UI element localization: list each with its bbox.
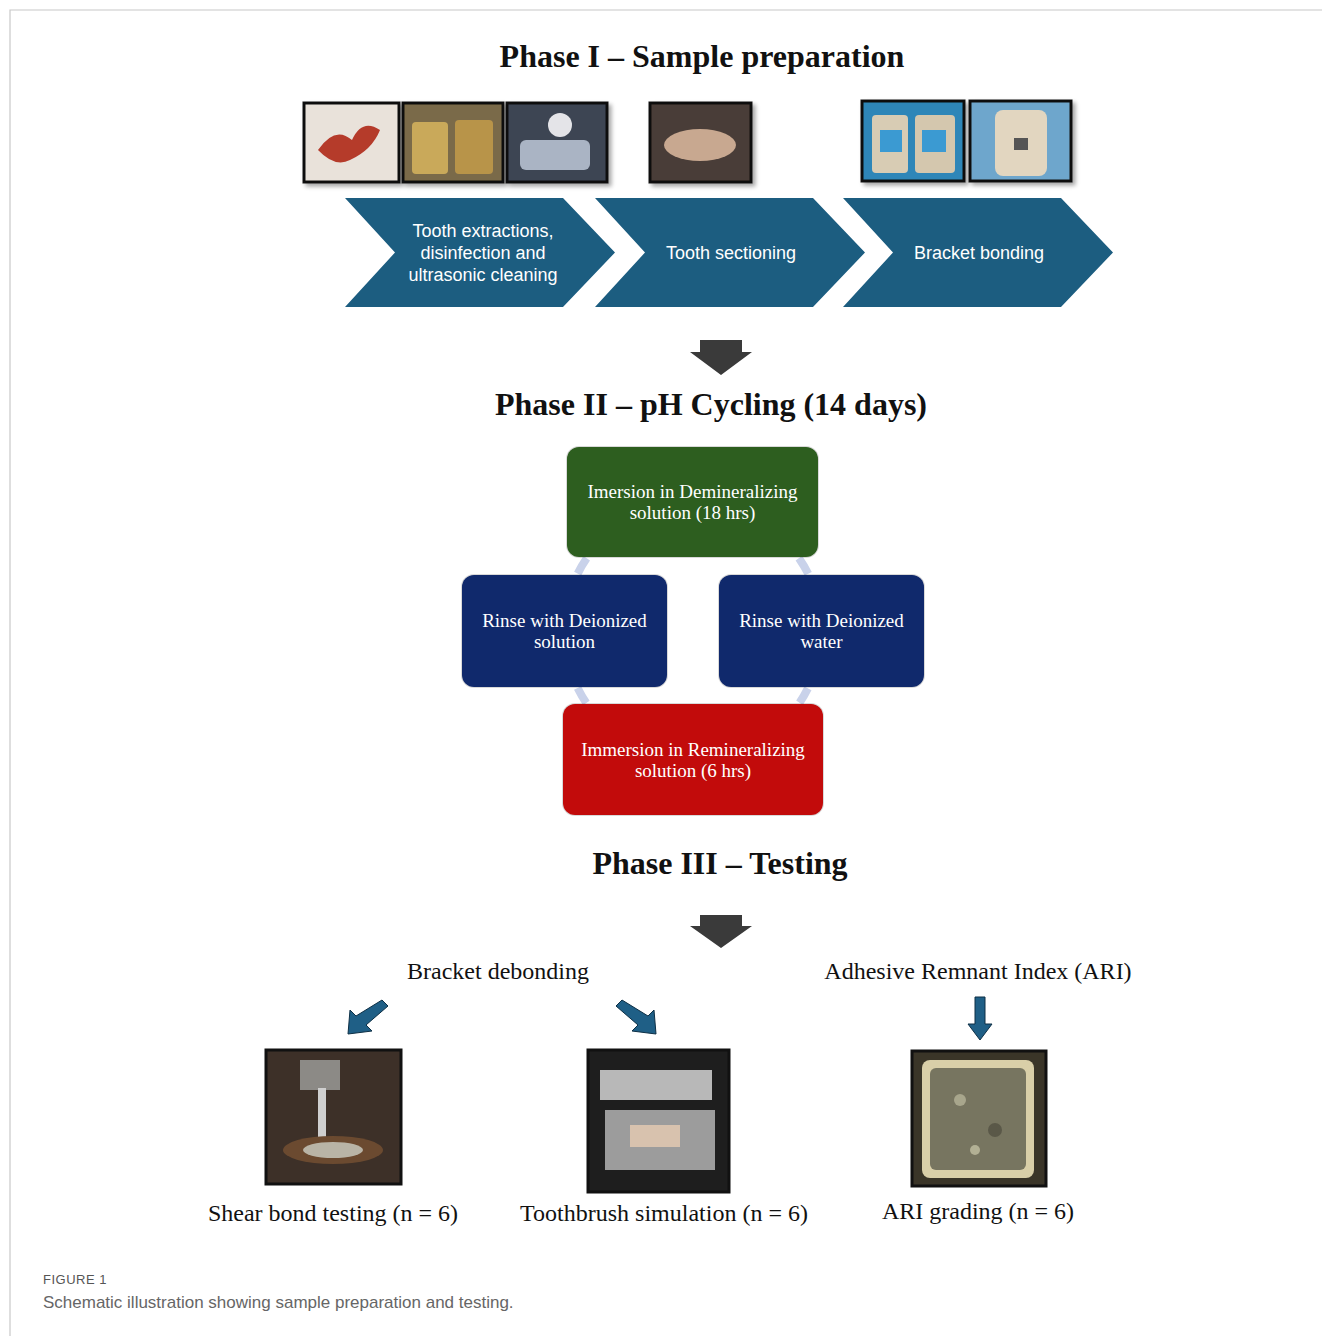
phase-heading: Phase II – pH Cycling (14 days) — [495, 386, 927, 423]
process-box: Rinse with Deionized water — [719, 575, 924, 687]
node-label: Tooth extractions, disinfection and ultr… — [401, 220, 565, 286]
text-label: Adhesive Remnant Index (ARI) — [824, 958, 1131, 985]
node-text-group: Tooth sectioning — [645, 242, 817, 264]
node-text-group: Rinse with Deionized solution — [474, 610, 655, 652]
chevron-outline — [345, 198, 615, 307]
phase-heading: Phase I – Sample preparation — [500, 38, 905, 75]
node-label: Bracket bonding — [893, 242, 1065, 264]
process-box: Rinse with Deionized solution — [462, 575, 667, 687]
node-text-group: Immersion in Remineralizing solution (6 … — [575, 739, 811, 781]
node-label: Tooth sectioning — [645, 242, 817, 264]
pointer-arrows — [348, 997, 992, 1040]
node-text-group: Tooth extractions, disinfection and ultr… — [401, 220, 565, 286]
node-label: Rinse with Deionized solution — [474, 610, 655, 652]
figure-number: FIGURE 1 — [43, 1272, 107, 1287]
cycle-connector — [578, 688, 587, 703]
chevron-outline — [843, 198, 1113, 307]
process-box: Immersion in Remineralizing solution (6 … — [563, 704, 823, 815]
photo-row — [266, 1050, 1046, 1192]
chevron-outline — [595, 198, 865, 307]
text-label: Toothbrush simulation (n = 6) — [520, 1200, 808, 1227]
node-text-group: Rinse with Deionized water — [731, 610, 912, 652]
node-text-group: Imersion in Demineralizing solution (18 … — [579, 481, 806, 523]
text-label: ARI grading (n = 6) — [882, 1198, 1074, 1225]
node-label: Imersion in Demineralizing solution (18 … — [579, 481, 806, 523]
text-label: Bracket debonding — [407, 958, 589, 985]
node-label: Immersion in Remineralizing solution (6 … — [575, 739, 811, 781]
figure-caption: Schematic illustration showing sample pr… — [43, 1293, 514, 1313]
photo-row — [304, 101, 1071, 182]
cycle-connector — [578, 558, 587, 573]
chevron-step: Tooth sectioning — [595, 198, 865, 307]
chevron-step: Tooth extractions, disinfection and ultr… — [345, 198, 615, 307]
cycle-connector — [800, 688, 808, 702]
figure-frame — [10, 10, 1322, 1336]
node-label: Rinse with Deionized water — [731, 610, 912, 652]
flow-arrow — [690, 340, 752, 375]
text-label: Shear bond testing (n = 6) — [208, 1200, 458, 1227]
chevron-step: Bracket bonding — [843, 198, 1113, 307]
flow-arrow — [690, 915, 752, 948]
node-text-group: Bracket bonding — [893, 242, 1065, 264]
process-box: Imersion in Demineralizing solution (18 … — [567, 447, 818, 557]
cycle-connector — [799, 558, 808, 574]
phase-heading: Phase III – Testing — [592, 845, 847, 882]
